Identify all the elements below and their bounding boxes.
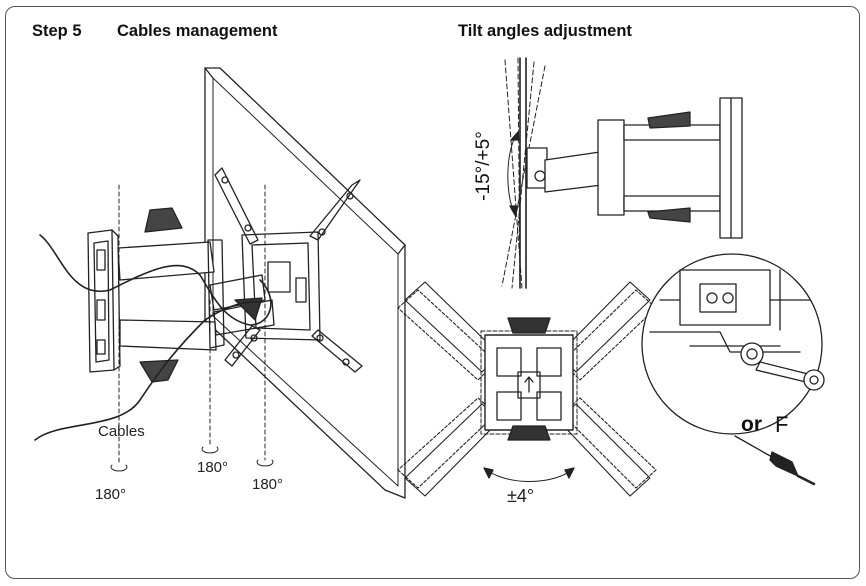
rotation-left-label: 180° [95,486,127,503]
tilt-side-view [501,57,743,289]
rotation-right-label: 180° [252,476,284,493]
cables-label: Cables [98,423,145,440]
tilt-range-label: -15°/+5° [473,131,494,201]
rotation-arrows [110,446,274,472]
step-label: Step 5 [32,22,82,40]
level-adjust-view [397,281,657,497]
cables-management-title: Cables management [117,22,278,40]
screwdriver-icon [734,435,816,486]
level-range-label: ±4° [507,486,535,506]
tilt-adjustment-title: Tilt angles adjustment [458,22,632,40]
cables [34,234,272,441]
or-label: or [741,413,762,436]
detail-magnifier [641,253,823,435]
wall-plate [87,229,121,373]
rotation-mid-label: 180° [197,459,229,476]
wrench-icon [740,342,825,391]
figure-frame [5,6,860,579]
f-label: F [775,412,789,437]
rotation-axes [118,184,266,466]
